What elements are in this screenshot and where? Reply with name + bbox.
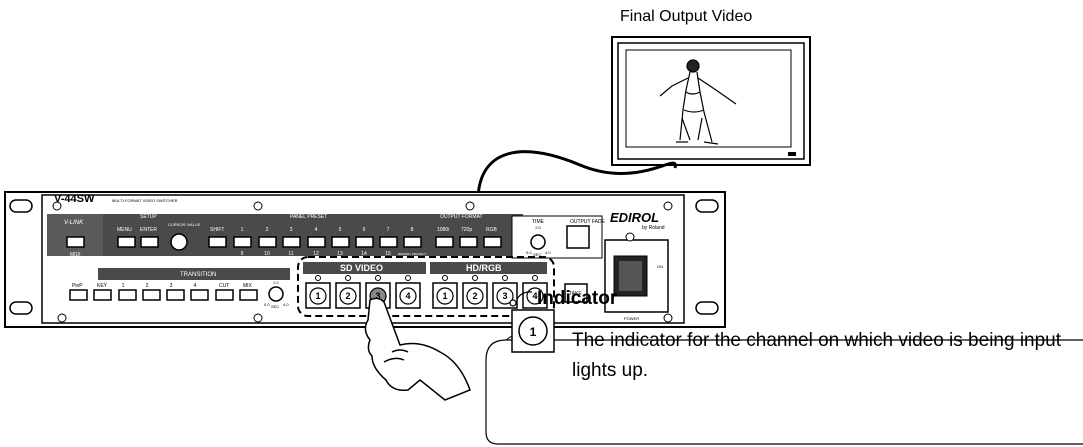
preset-14: 14 xyxy=(361,251,367,257)
time-max: 4.0 xyxy=(545,250,551,255)
subtitle-label: MULTI-FORMAT VIDEO SWITCHER xyxy=(112,198,178,203)
preset-7: 7 xyxy=(387,227,390,233)
time-title: TIME xyxy=(532,219,545,225)
callout-text: The indicator for the channel on which v… xyxy=(572,330,1062,381)
pattern-4: 4 xyxy=(194,283,197,289)
callout-title: Indicator xyxy=(537,288,618,309)
preset-1: 1 xyxy=(241,227,244,233)
preset-12: 12 xyxy=(313,251,319,257)
format-720p: 720p xyxy=(461,227,472,233)
sd-ch-2: 2 xyxy=(345,291,350,301)
preset-11: 11 xyxy=(288,251,293,257)
preset-5: 5 xyxy=(339,227,342,233)
callout-button-label: 1 xyxy=(530,325,537,339)
preset-6: 6 xyxy=(363,227,366,233)
hd-ch-4: 4 xyxy=(532,291,537,301)
preset-10: 10 xyxy=(264,251,270,257)
output-video-label: Final Output Video xyxy=(620,8,753,25)
pattern-1: 1 xyxy=(122,283,125,289)
sd-ch-1: 1 xyxy=(315,291,320,301)
transition-title: TRANSITION xyxy=(180,272,216,278)
pattern-2: 2 xyxy=(146,283,149,289)
midi-label: MIDI xyxy=(70,252,81,258)
format-1080i: 1080i xyxy=(437,227,449,233)
enter-label: ENTER xyxy=(140,227,157,233)
sd-ch-4: 4 xyxy=(405,291,410,301)
video-cable xyxy=(476,150,677,199)
output-monitor xyxy=(611,36,811,166)
trans-unit: SEC xyxy=(271,304,279,309)
hd-rgb-title: HD/RGB xyxy=(466,263,502,273)
shift-label: SHIFT xyxy=(210,227,224,233)
menu-label: MENU xyxy=(117,227,132,233)
trans-sub: 2.0 xyxy=(273,280,279,285)
power-label: POWER xyxy=(624,316,639,321)
time-unit: SEC xyxy=(533,252,541,257)
on-label: ON xyxy=(657,264,663,269)
time-sub: 2.0 xyxy=(535,225,541,230)
sd-video-title: SD VIDEO xyxy=(340,263,383,273)
model-label: V-44SW xyxy=(54,193,95,205)
time-min: 0.0 xyxy=(526,250,532,255)
panel-preset-title: PANEL PRESET xyxy=(290,214,327,220)
sd-ch-3: 3 xyxy=(375,291,380,301)
key-label: KEY xyxy=(97,283,108,289)
format-rgb: RGB xyxy=(486,227,498,233)
vlink-label: V-LINK xyxy=(64,220,84,226)
output-fade-label: OUTPUT FADE xyxy=(570,219,606,225)
preset-2: 2 xyxy=(266,227,269,233)
hand-pointer-icon xyxy=(364,297,471,401)
hd-ch-3: 3 xyxy=(502,291,507,301)
take-label: TAKE xyxy=(569,291,582,297)
pattern-3: 3 xyxy=(170,283,173,289)
pinp-label: PinP xyxy=(72,283,83,289)
output-format-title: OUTPUT FORMAT xyxy=(440,214,483,220)
preset-13: 13 xyxy=(337,251,343,257)
preset-4: 4 xyxy=(315,227,318,233)
cut-label: CUT xyxy=(219,283,229,289)
mix-label: MIX xyxy=(243,283,253,289)
brand-sub-label: by Roland xyxy=(642,225,665,231)
setup-title: SETUP xyxy=(140,214,157,220)
brand-label: EDIROL xyxy=(610,210,659,225)
memory-protect-label: MEMORY PROTECT xyxy=(398,252,427,256)
callout-box xyxy=(485,291,1083,445)
preset-3: 3 xyxy=(290,227,293,233)
hd-ch-2: 2 xyxy=(472,291,477,301)
preset-9: 9 xyxy=(241,251,244,257)
cursor-label: CURSOR /VALUE xyxy=(168,222,201,227)
trans-max: 4.0 xyxy=(283,302,289,307)
hd-ch-1: 1 xyxy=(442,291,447,301)
dancer-figure xyxy=(659,59,737,145)
preset-15: 15 xyxy=(385,251,391,257)
preset-8: 8 xyxy=(411,227,414,233)
trans-min: 0.0 xyxy=(264,302,270,307)
switcher-unit xyxy=(4,191,726,328)
